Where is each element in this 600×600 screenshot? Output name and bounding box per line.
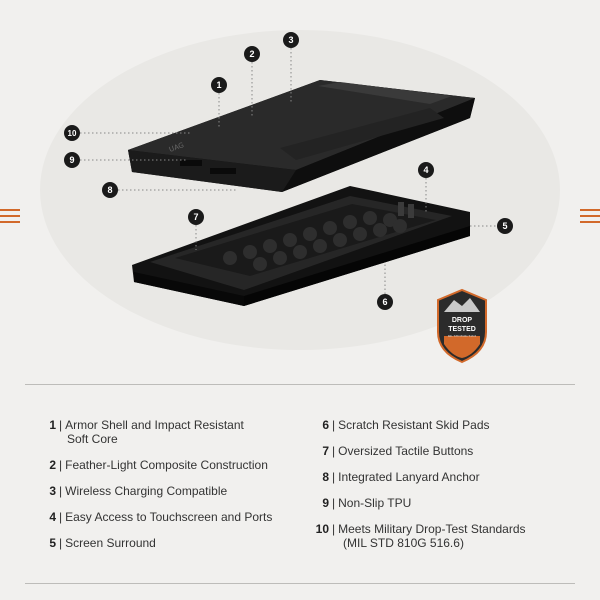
feature-text: Screen Surround: [65, 536, 156, 550]
leader-lines: [80, 48, 497, 302]
feature-item-4: 4|Easy Access to Touchscreen and Ports: [40, 510, 272, 524]
feature-number: 10: [315, 522, 329, 536]
callout-7: 7: [188, 209, 204, 225]
feature-number: 4: [49, 510, 56, 524]
callout-1: 1: [211, 77, 227, 93]
port-cutout: [210, 168, 236, 174]
feature-text: Wireless Charging Compatible: [65, 484, 228, 498]
feature-item-2: 2|Feather-Light Composite Construction: [40, 458, 268, 472]
callout-2: 2: [244, 46, 260, 62]
hamburger-icon[interactable]: [580, 209, 600, 225]
feature-text: Meets Military Drop-Test Standards: [338, 522, 526, 536]
divider-bottom: [25, 583, 575, 584]
feature-item-10: 10|Meets Military Drop-Test Standards (M…: [313, 522, 526, 550]
product-illustration: UAG: [64, 32, 513, 364]
callout-9: 9: [64, 152, 80, 168]
callout-10: 10: [64, 125, 80, 141]
callout-5: 5: [497, 218, 513, 234]
feature-text: Easy Access to Touchscreen and Ports: [65, 510, 273, 524]
feature-number: 3: [49, 484, 56, 498]
feature-number: 9: [322, 496, 329, 510]
feature-number: 7: [322, 444, 329, 458]
feature-text: Armor Shell and Impact Resistant: [65, 418, 244, 432]
callout-3: 3: [283, 32, 299, 48]
soft-core: [132, 186, 470, 306]
feature-item-6: 6|Scratch Resistant Skid Pads: [313, 418, 490, 432]
feature-text: Non-Slip TPU: [338, 496, 412, 510]
feature-item-7: 7|Oversized Tactile Buttons: [313, 444, 473, 458]
case-exploded-view: UAG: [80, 48, 497, 364]
feature-item-9: 9|Non-Slip TPU: [313, 496, 411, 510]
feature-item-1: 1|Armor Shell and Impact Resistant Soft …: [40, 418, 244, 446]
feature-item-3: 3|Wireless Charging Compatible: [40, 484, 227, 498]
hamburger-icon[interactable]: [0, 209, 20, 225]
callout-8: 8: [102, 182, 118, 198]
badge-line3: MIL STD 810G 516.6: [448, 334, 477, 338]
badge-line2: TESTED: [448, 326, 476, 333]
feature-number: 6: [322, 418, 329, 432]
drop-tested-shield-icon: DROP TESTED MIL STD 810G 516.6: [437, 288, 487, 364]
feature-number: 8: [322, 470, 329, 484]
hex-pattern: [223, 211, 407, 271]
callout-4: 4: [418, 162, 434, 178]
feature-text: Scratch Resistant Skid Pads: [338, 418, 490, 432]
feature-text: Oversized Tactile Buttons: [338, 444, 474, 458]
feature-text: Feather-Light Composite Construction: [65, 458, 268, 472]
feature-text-cont: Soft Core: [67, 432, 118, 446]
feature-text: Integrated Lanyard Anchor: [338, 470, 480, 484]
armor-shell: UAG: [128, 80, 475, 192]
feature-number: 5: [49, 536, 56, 550]
divider-top: [25, 384, 575, 385]
callout-6: 6: [377, 294, 393, 310]
feature-number: 2: [49, 458, 56, 472]
feature-number: 1: [49, 418, 56, 432]
feature-text-cont: (MIL STD 810G 516.6): [343, 536, 464, 550]
feature-item-5: 5|Screen Surround: [40, 536, 156, 550]
feature-item-8: 8|Integrated Lanyard Anchor: [313, 470, 480, 484]
port-cutout: [180, 160, 202, 166]
badge-line1: DROP: [452, 317, 473, 324]
